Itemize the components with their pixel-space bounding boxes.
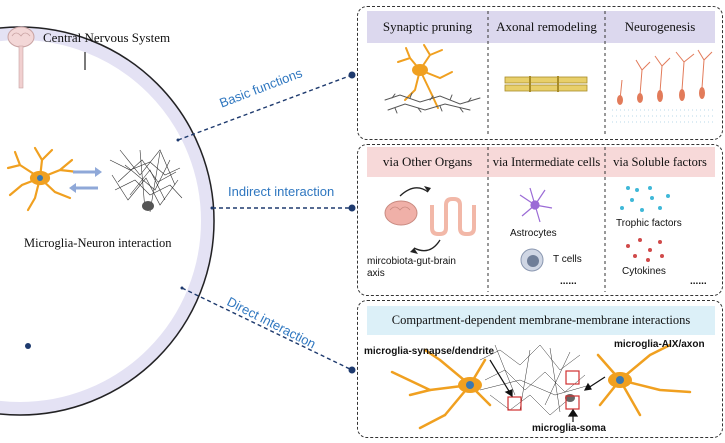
basic-header-bg [367, 11, 715, 43]
header-neurogenesis: Neurogenesis [624, 19, 696, 34]
trophic-factors-icon [620, 186, 670, 212]
outer-ring [0, 26, 215, 416]
exchange-arrows-icon [69, 167, 102, 193]
header-axonal-remodeling: Axonal remodeling [496, 19, 597, 34]
gut-icon [430, 197, 476, 236]
cytokines-label: Cytokines [622, 266, 666, 277]
axonal-remodeling-icon [504, 76, 588, 92]
cns-label: Central Nervous System [43, 30, 171, 45]
trophic-factors-label: Trophic factors [616, 218, 682, 229]
neuron-tangle-icon [109, 149, 183, 213]
connector-dots [25, 71, 356, 374]
cytokines-icon [626, 238, 664, 262]
brain-icon [7, 26, 35, 89]
indirect-interaction-label: Indirect interaction [228, 184, 335, 199]
direct-interaction-icon [390, 343, 692, 430]
brain-organ-icon [384, 200, 418, 226]
aix-axon-label: microglia-AIX/axon [614, 339, 705, 350]
cycle-arrows-icon [399, 186, 441, 254]
ellipsis-mid: ...... [560, 276, 577, 287]
gut-brain-label-line2: axis [367, 268, 385, 279]
header-via-soluble-factors: via Soluble factors [613, 154, 707, 169]
t-cells-label: T cells [553, 254, 582, 265]
microglia-cell-icon [6, 146, 80, 212]
synaptic-pruning-icon [384, 44, 481, 114]
header-via-other-organs: via Other Organs [382, 154, 473, 169]
synapse-dendrite-label: microglia-synapse/dendrite [364, 346, 495, 357]
header-synaptic-pruning: Synaptic pruning [382, 19, 473, 34]
direct-interaction-panel [357, 300, 723, 438]
astrocyte-icon [519, 187, 553, 223]
indirect-header-bg [367, 147, 715, 177]
ellipsis-right: ...... [690, 276, 707, 287]
t-cell-icon [520, 248, 544, 272]
astrocytes-label: Astrocytes [510, 228, 557, 239]
basic-functions-panel [357, 6, 723, 140]
header-compartment-dependent: Compartment-dependent membrane-membrane … [391, 312, 691, 327]
soma-label: microglia-soma [532, 423, 606, 434]
column-dividers [487, 11, 606, 292]
header-via-intermediate-cells: via Intermediate cells [492, 154, 601, 169]
direct-header-bg [367, 306, 715, 335]
indirect-interaction-panel [357, 144, 723, 296]
microglia-neuron-label: Microglia-Neuron interaction [24, 236, 172, 250]
gut-brain-label-line1: mircobiota-gut-brain [367, 256, 456, 267]
connector-lines [177, 74, 353, 371]
neurogenesis-icon [612, 49, 715, 123]
ring-outline [0, 26, 215, 416]
